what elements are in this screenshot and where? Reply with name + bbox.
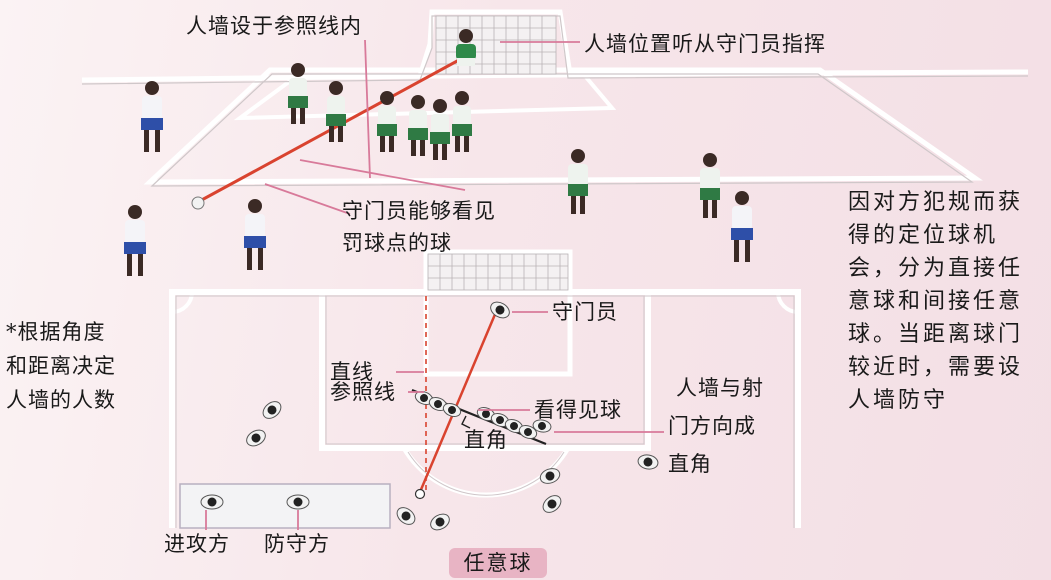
side-note-line: 意球和间接任意 [848, 289, 1024, 314]
defender-key-token [286, 494, 310, 510]
keeper-token [490, 301, 510, 319]
label-right-angle: 直角 [464, 428, 508, 452]
label-goalkeeper: 守门员 [552, 300, 618, 324]
upper-ball [191, 196, 205, 210]
attacker-key-token [200, 494, 224, 510]
label-wall-count-line3: 人墙的人数 [6, 388, 116, 412]
ball-to-keeper-line [418, 311, 498, 493]
label-wall-inside-reference: 人墙设于参照线内 [186, 14, 362, 38]
label-wall-perpendicular-line1: 人墙与射 [676, 376, 764, 400]
right-angle-mark [461, 415, 471, 429]
wall-tokens [414, 390, 552, 440]
other-tokens [200, 401, 659, 531]
side-note-line: 会，分为直接任 [848, 256, 1024, 281]
side-note-line: 较近时，需要设 [848, 355, 1024, 380]
label-wall-count-line2: 和距离决定 [6, 354, 116, 378]
label-ball-visible: 看得见球 [534, 398, 622, 422]
label-wall-perpendicular-line3: 直角 [668, 452, 712, 476]
goalkeeper-figure [456, 29, 476, 66]
caption-badge: 任意球 [449, 548, 547, 578]
label-attackers: 进攻方 [164, 532, 230, 556]
label-reference-line: 参照线 [330, 380, 396, 404]
side-note-line: 得的定位球机 [848, 223, 999, 248]
side-note-line: 球。当距离球门 [848, 322, 1024, 347]
label-keeper-sees-ball-line1: 守门员能够看见 [342, 199, 496, 223]
lower-goal [427, 253, 569, 291]
label-wall-position-keeper: 人墙位置听从守门员指挥 [584, 32, 826, 56]
defender-wall-players [288, 29, 720, 218]
label-defenders: 防守方 [264, 532, 330, 556]
attacker-players [124, 81, 753, 276]
side-note: 因对方犯规而获 得的定位球机 会，分为直接任 意球和间接任意 球。当距离球门 较… [848, 186, 1023, 417]
label-keeper-sees-ball-line2: 罚球点的球 [342, 231, 452, 255]
label-wall-perpendicular-line2: 门方向成 [668, 414, 756, 438]
upper-pointer-lines [264, 39, 580, 215]
label-wall-count-line1: *根据角度 [6, 320, 106, 344]
goal-net [435, 15, 557, 75]
free-kick-ball [414, 488, 426, 500]
label-straight-line: 直线 [330, 360, 374, 384]
side-note-line: 因对方犯规而获 [848, 190, 1024, 215]
side-note-line: 人墙防守 [848, 388, 949, 413]
lower-pointer-lines [205, 311, 664, 530]
